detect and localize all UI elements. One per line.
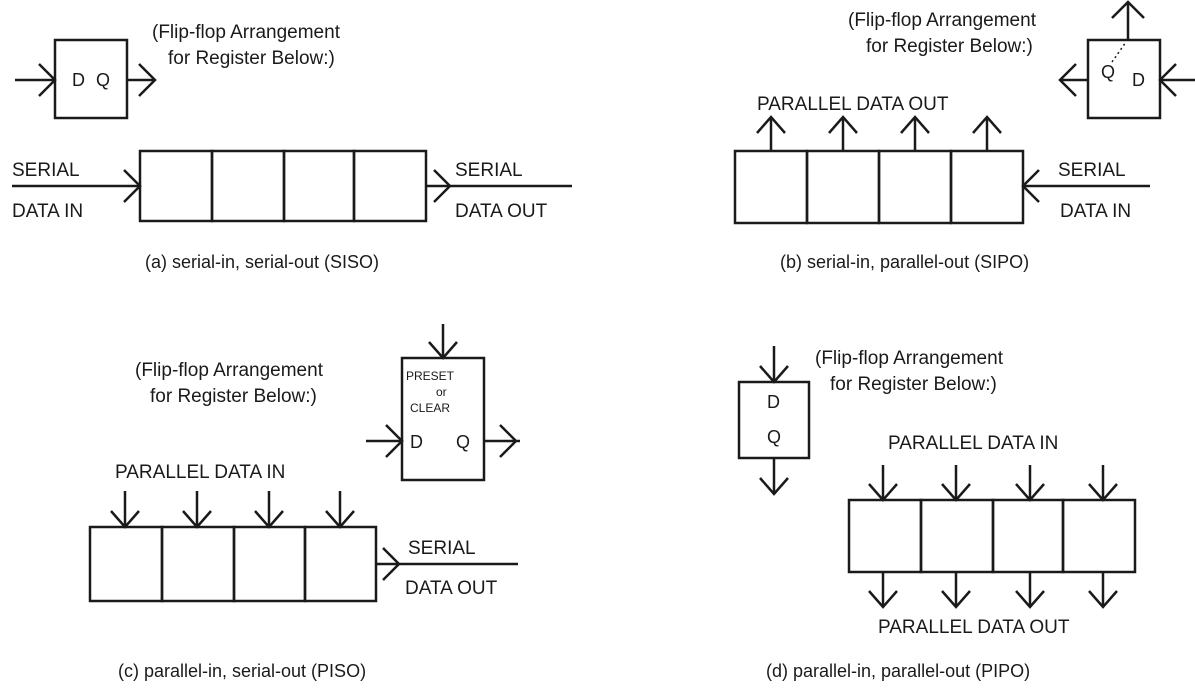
sipo-parallel-out-arrow [900, 115, 930, 134]
siso-input-label-line2: DATA IN [12, 201, 83, 222]
siso-flip-flop: D Q [15, 38, 157, 120]
siso-serial-out-arrow [433, 169, 452, 203]
piso-register-cell [88, 525, 164, 603]
pipo-register-cell [919, 498, 995, 574]
sipo-register [733, 149, 1025, 225]
sipo-ff-note-line2: for Register Below:) [866, 36, 1033, 57]
sipo-ff-note-line1: (Flip-flop Arrangement [848, 10, 1037, 31]
piso-ff-d-label: D [410, 432, 423, 452]
piso-ff-output-arrow [499, 424, 518, 458]
pipo-output-label: PARALLEL DATA OUT [878, 617, 1070, 638]
pipo-ff-d-label: D [767, 392, 780, 412]
siso-ff-q-label: Q [96, 70, 110, 90]
siso-input-label-line1: SERIAL [12, 160, 80, 181]
sipo-input-label-line1: SERIAL [1058, 160, 1126, 181]
pipo-parallel-out-arrow [868, 590, 898, 609]
pipo-register-cell [991, 498, 1065, 574]
sipo-output-label: PARALLEL DATA OUT [757, 94, 949, 115]
siso-output-label-line2: DATA OUT [455, 201, 548, 222]
siso-ff-d-label: D [72, 70, 85, 90]
pipo-flip-flop: D Q [737, 346, 811, 496]
pipo-ff-output-arrow [759, 477, 789, 496]
sipo-ff-input-arrow [1158, 63, 1177, 97]
pipo-parallel-out-arrow [1015, 590, 1045, 609]
siso-serial-in-arrow [123, 169, 142, 203]
siso-ff-note-line2: for Register Below:) [168, 48, 335, 69]
piso-register-cell [232, 525, 307, 603]
sipo-parallel-out-arrow [972, 115, 1002, 134]
siso-ff-note-line1: (Flip-flop Arrangement [152, 22, 341, 43]
siso-register-cell [138, 149, 214, 223]
piso-register-cell [160, 525, 236, 603]
siso-register-cell [282, 149, 356, 223]
sipo-serial-in-arrow [1021, 169, 1040, 203]
piso-flip-flop: PRESET or CLEAR D Q [366, 324, 520, 482]
piso-ff-note-line1: (Flip-flop Arrangement [135, 360, 324, 381]
pipo-ff-note-line2: for Register Below:) [830, 374, 997, 395]
sipo-input-label-line2: DATA IN [1060, 201, 1131, 222]
pipo-ff-q-label: Q [767, 427, 781, 447]
piso-ff-q-label: Q [456, 432, 470, 452]
siso-ff-box [53, 38, 129, 120]
piso-ff-preset-arrow [428, 341, 458, 360]
pipo-register-cell [1061, 498, 1137, 574]
piso-serial-out-arrow [382, 547, 401, 581]
sipo-ff-internal-link [1111, 41, 1127, 63]
piso-ff-or-label: or [436, 385, 447, 399]
piso-register-cell [303, 525, 378, 603]
panel-sipo: Q D (Flip-flop Arrangement for Register … [733, 0, 1195, 272]
sipo-parallel-out-arrow [756, 115, 786, 134]
piso-output-label-line1: SERIAL [408, 538, 476, 559]
piso-register [88, 525, 378, 603]
piso-ff-note-line2: for Register Below:) [150, 386, 317, 407]
siso-register-cell [210, 149, 286, 223]
sipo-caption: (b) serial-in, parallel-out (SIPO) [780, 252, 1029, 272]
panel-siso: D Q (Flip-flop Arrangement for Register … [12, 22, 572, 272]
piso-caption: (c) parallel-in, serial-out (PISO) [118, 661, 366, 681]
panel-piso: (Flip-flop Arrangement for Register Belo… [88, 324, 520, 681]
sipo-flip-flop: Q D [1058, 0, 1195, 120]
sipo-parallel-outputs [756, 115, 1002, 151]
pipo-ff-note-line1: (Flip-flop Arrangement [815, 348, 1004, 369]
siso-caption: (a) serial-in, serial-out (SISO) [145, 252, 379, 272]
piso-input-label: PARALLEL DATA IN [115, 462, 285, 483]
siso-register [138, 149, 428, 223]
pipo-parallel-out-arrow [1088, 590, 1118, 609]
piso-ff-input-arrow [385, 424, 404, 458]
pipo-caption: (d) parallel-in, parallel-out (PIPO) [766, 661, 1030, 681]
sipo-register-cell [805, 149, 881, 225]
piso-ff-clear-label: CLEAR [410, 401, 450, 415]
sipo-parallel-out-arrow [828, 115, 858, 134]
sipo-register-cell [949, 149, 1025, 225]
siso-output-label-line1: SERIAL [455, 160, 523, 181]
sipo-ff-d-label: D [1132, 70, 1145, 90]
pipo-input-label: PARALLEL DATA IN [888, 433, 1058, 454]
sipo-ff-parallel-out-arrow [1111, 0, 1145, 19]
siso-register-cell [352, 149, 428, 223]
sipo-ff-output-arrow [1058, 63, 1077, 97]
pipo-parallel-inputs [868, 465, 1118, 502]
sipo-ff-box [1086, 38, 1162, 120]
siso-ff-output-arrow [138, 63, 157, 97]
panel-pipo: D Q (Flip-flop Arrangement for Register … [737, 346, 1137, 681]
sipo-ff-q-label: Q [1101, 62, 1115, 82]
pipo-register [847, 498, 1137, 574]
pipo-parallel-out-arrow [941, 590, 971, 609]
piso-output-label-line2: DATA OUT [405, 578, 498, 599]
siso-ff-input-arrow [38, 63, 57, 97]
piso-parallel-inputs [110, 491, 355, 529]
pipo-parallel-outputs [868, 572, 1118, 609]
sipo-register-cell [877, 149, 953, 225]
pipo-ff-input-arrow [759, 365, 789, 384]
piso-ff-preset-label: PRESET [406, 369, 455, 383]
pipo-register-cell [847, 498, 923, 574]
sipo-register-cell [733, 149, 809, 225]
